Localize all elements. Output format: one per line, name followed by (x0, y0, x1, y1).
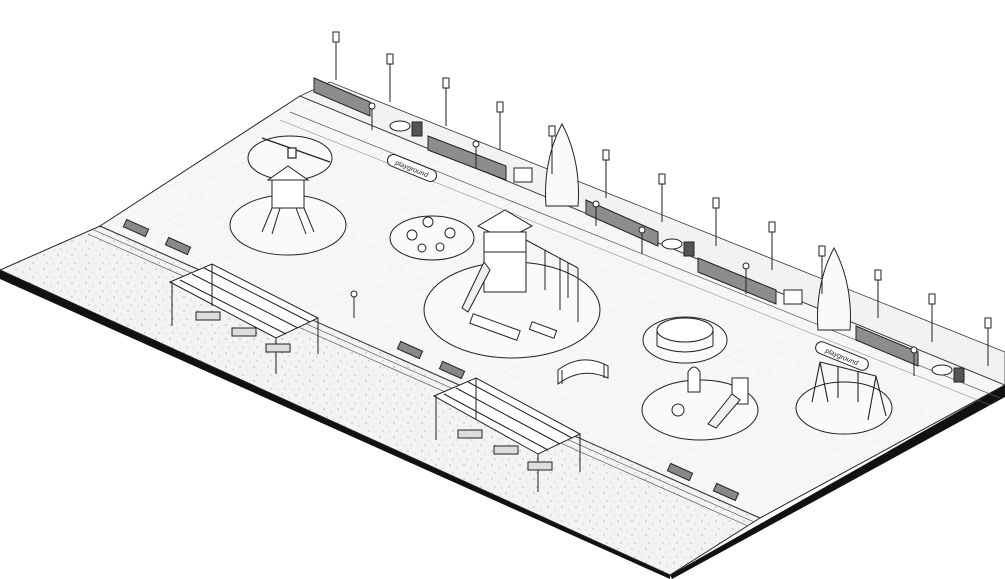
lamp-post (818, 245, 826, 294)
lamp-post (332, 31, 340, 80)
bin (953, 367, 965, 383)
zone-spring-riders (389, 215, 475, 261)
lamp-post (548, 125, 556, 174)
main-tower-slide-swing (461, 209, 579, 341)
bench (855, 325, 919, 367)
lamp-post (602, 149, 610, 198)
person (742, 262, 750, 294)
bin (513, 167, 533, 183)
pergola-picnic-1 (168, 263, 320, 374)
lamp-post (712, 197, 720, 246)
lamp-post (496, 101, 504, 150)
stair-bench-features (122, 218, 740, 502)
lamp-post (442, 77, 450, 126)
playground-signs: playground playground (386, 154, 869, 371)
pergola-picnic-2 (432, 377, 582, 492)
benches (313, 77, 919, 367)
bench (313, 77, 371, 117)
lamp-post (928, 293, 936, 342)
zone-swing-set (795, 381, 893, 435)
person (910, 346, 918, 376)
bench (697, 257, 777, 305)
slab-side-right (670, 385, 1005, 579)
planter (931, 364, 953, 376)
lamp-post (658, 173, 666, 222)
trees (545, 122, 851, 331)
person (638, 226, 646, 254)
trampoline (656, 317, 714, 353)
seesaw (261, 137, 331, 163)
sign-plate (815, 341, 869, 371)
planters-bins (389, 120, 965, 383)
person (350, 290, 358, 318)
people (350, 102, 918, 376)
person (592, 200, 600, 226)
spring-riders (406, 216, 456, 253)
person (368, 102, 376, 130)
planter (661, 238, 683, 250)
bench (427, 135, 507, 181)
lamp-post (984, 317, 992, 366)
small-slide-rocking (671, 366, 749, 429)
lamp-post (768, 221, 776, 270)
bridge (557, 359, 609, 385)
tree (817, 246, 851, 331)
lamp-post (386, 53, 394, 102)
bin (683, 241, 695, 257)
bench (585, 199, 659, 247)
lamp-posts (332, 31, 992, 366)
lamp-post (874, 269, 882, 318)
bin (783, 289, 803, 305)
bin (411, 121, 423, 137)
sign-plate (386, 154, 438, 182)
person (472, 140, 480, 168)
small-tower-slide (261, 165, 315, 235)
swing-set (811, 361, 887, 421)
slab-side-left (0, 270, 670, 579)
planter (389, 120, 411, 132)
